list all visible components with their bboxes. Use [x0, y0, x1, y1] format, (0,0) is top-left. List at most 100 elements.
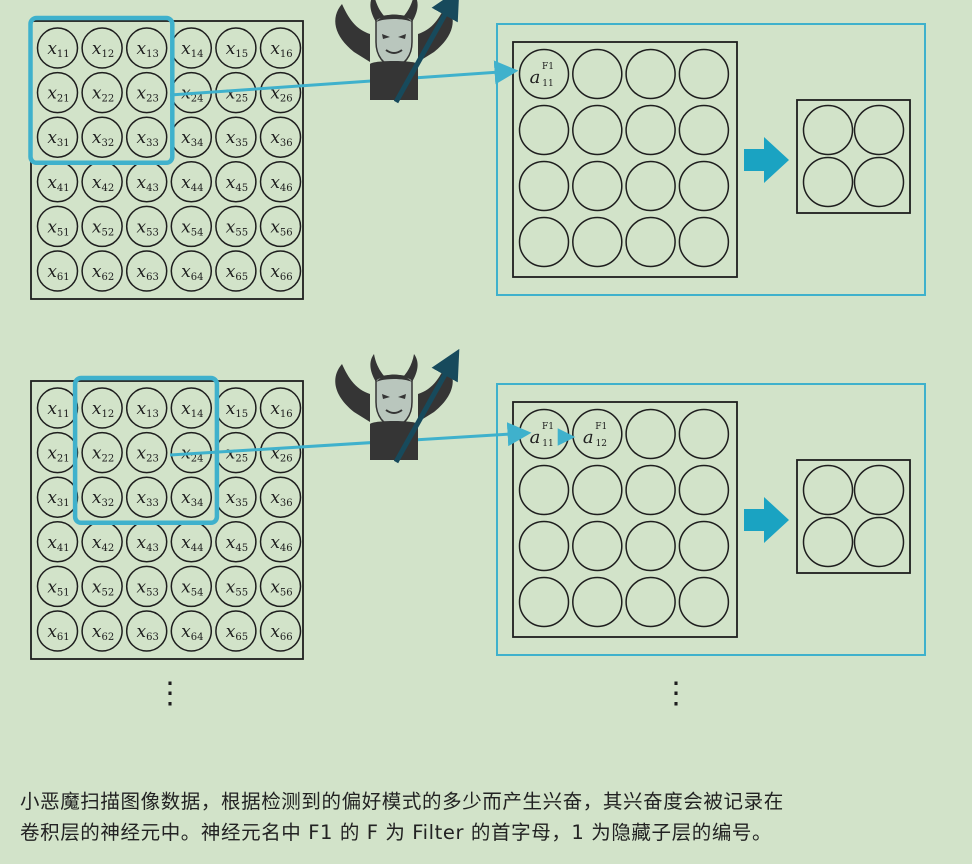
neuron-label-superscript: F1: [595, 422, 607, 432]
pixel-node: [81, 610, 123, 652]
pixel-node: [36, 431, 79, 474]
pixel-node: [125, 116, 168, 158]
pixel-node: [170, 27, 213, 69]
pixel-label: x55: [226, 217, 248, 238]
conv-neuron: [625, 520, 676, 572]
pixel-label: x32: [92, 488, 114, 509]
pixel-label: x41: [47, 173, 69, 194]
pixel-node: [215, 27, 257, 69]
conv-neuron: [625, 160, 676, 212]
demon-left-wing: [335, 4, 370, 62]
pixel-node: [81, 27, 123, 69]
pixel-label: x11: [47, 399, 69, 420]
demon-icon: [335, 348, 460, 464]
conv-neuron: [518, 160, 570, 212]
conv-neuron: [678, 216, 730, 268]
scan-panel-1: x11x12x13x14x15x16x21x22x23x24x25x26x31x…: [28, 0, 926, 300]
pixel-node: [125, 250, 168, 292]
pixel-node: [259, 116, 302, 158]
pixel-label: x36: [270, 128, 292, 149]
pixel-node: [36, 521, 79, 563]
pixel-node: [215, 116, 257, 158]
continuation-dots: ⋮: [661, 676, 691, 711]
pixel-label: x15: [226, 399, 248, 420]
pooling-neuron: [853, 104, 905, 156]
pixel-node: [125, 521, 168, 563]
conv-neuron: [518, 216, 570, 268]
convolution-layer-frame: [512, 401, 738, 638]
demon-body: [370, 61, 418, 100]
pixel-label: x33: [137, 128, 159, 149]
pixel-label: x23: [137, 444, 159, 465]
pixel-label: x66: [270, 262, 292, 283]
pixel-label: x51: [47, 217, 69, 238]
pixel-label: x21: [47, 84, 69, 105]
pixel-node: [36, 565, 79, 608]
pixel-node: [125, 161, 168, 203]
conv-neuron: [572, 216, 623, 268]
hidden-layer-frame: [496, 383, 926, 656]
pixel-label: x54: [181, 577, 203, 598]
conv-neuron: [625, 464, 676, 516]
pixel-label: x11: [47, 39, 69, 60]
pixel-label: x66: [270, 622, 292, 643]
conv-neuron: [518, 576, 570, 628]
pixel-label: x52: [92, 217, 114, 238]
pixel-node: [36, 71, 79, 114]
pixel-label: x46: [270, 173, 292, 194]
demon-horn-right: [402, 354, 418, 382]
pooling-arrow: [744, 137, 789, 183]
pixel-label: x31: [47, 128, 69, 149]
pixel-node: [125, 71, 168, 114]
pixel-label: x12: [92, 39, 114, 60]
pixel-label: x56: [270, 577, 292, 598]
pixel-node: [81, 161, 123, 203]
pixel-label: x44: [181, 173, 203, 194]
pixel-label: x14: [181, 399, 203, 420]
pixel-node: [259, 250, 302, 292]
pixel-label: x12: [92, 399, 114, 420]
pixel-node: [81, 116, 123, 158]
pixel-label: x34: [181, 488, 203, 509]
neuron-label-superscript: F1: [542, 62, 554, 72]
scan-arrow: [169, 422, 532, 457]
pixel-node: [259, 161, 302, 203]
pixel-node: [36, 205, 79, 248]
pixel-node: [125, 387, 168, 429]
pixel-node: [170, 476, 213, 518]
neuron-label: a: [530, 67, 541, 88]
conv-neuron: [625, 104, 676, 156]
pixel-label: x64: [181, 622, 203, 643]
conv-neuron: [625, 48, 676, 100]
pixel-label: x44: [181, 533, 203, 554]
pixel-node: [36, 387, 79, 429]
pixel-label: x51: [47, 577, 69, 598]
conv-neuron: [572, 104, 623, 156]
pixel-node: [81, 565, 123, 608]
pooling-neuron: [853, 464, 905, 516]
pixel-label: x35: [226, 488, 248, 509]
pixel-label: x26: [270, 84, 292, 105]
pixel-node: [259, 431, 302, 474]
conv-neuron: [518, 48, 570, 100]
pixel-node: [259, 387, 302, 429]
pixel-label: x61: [47, 622, 69, 643]
input-image-frame: [30, 380, 304, 660]
pooling-layer-frame: [796, 459, 911, 574]
pixel-node: [215, 205, 257, 248]
pixel-node: [36, 27, 79, 69]
pixel-label: x32: [92, 128, 114, 149]
pixel-node: [215, 565, 257, 608]
pixel-node: [170, 521, 213, 563]
pixel-node: [36, 116, 79, 158]
neuron-label-superscript: F1: [542, 422, 554, 432]
pixel-node: [259, 565, 302, 608]
conv-neuron: [678, 464, 730, 516]
demon-eye-right: [398, 34, 406, 39]
conv-neuron: [572, 408, 623, 460]
pixel-label: x63: [137, 622, 159, 643]
pixel-label: x63: [137, 262, 159, 283]
pixel-label: x35: [226, 128, 248, 149]
demon-eye-right: [398, 394, 406, 399]
pixel-label: x25: [226, 84, 248, 105]
